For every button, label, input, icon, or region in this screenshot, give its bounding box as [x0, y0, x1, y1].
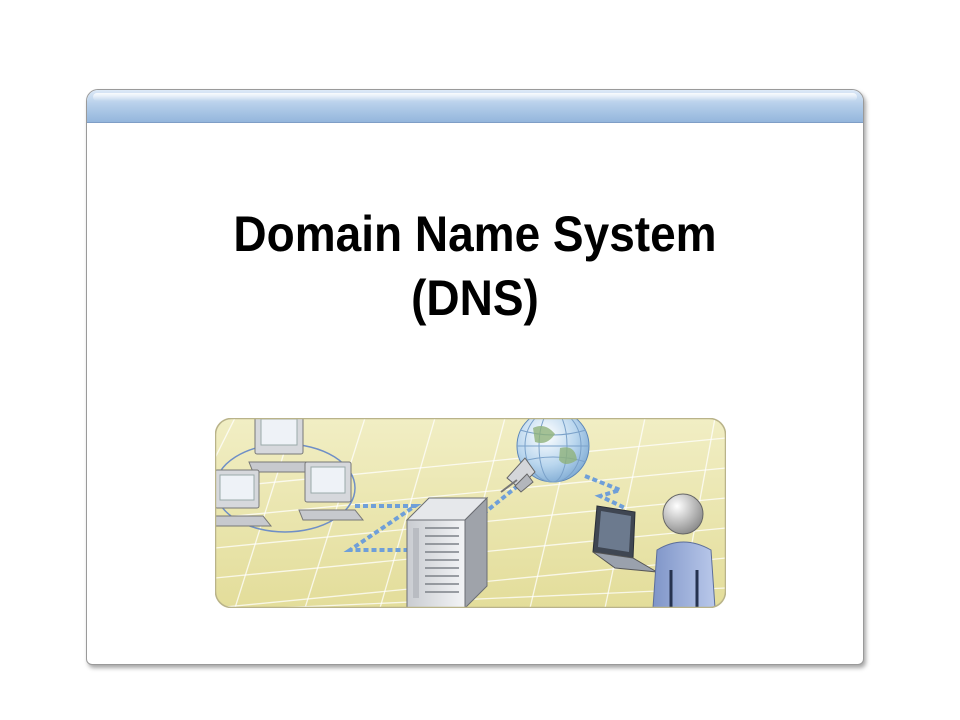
dns-server-icon	[405, 496, 489, 608]
user-icon	[652, 493, 716, 608]
client-computer-icon	[248, 418, 317, 473]
title-bar-shine	[93, 93, 857, 101]
slide-title-bar	[87, 90, 863, 123]
globe-icon	[516, 418, 590, 483]
slide-title-line-2: (DNS)	[411, 270, 539, 326]
network-link	[343, 504, 422, 552]
client-computer-icon	[215, 469, 273, 527]
dns-network-illustration	[215, 418, 726, 608]
client-computer-icon	[298, 461, 365, 521]
slide-title: Domain Name System (DNS)	[118, 202, 832, 330]
laptop-icon	[592, 505, 658, 573]
satellite-dish-icon	[500, 457, 536, 493]
network-link	[584, 474, 627, 510]
slide-title-line-1: Domain Name System	[233, 206, 717, 262]
network-link	[481, 478, 527, 516]
